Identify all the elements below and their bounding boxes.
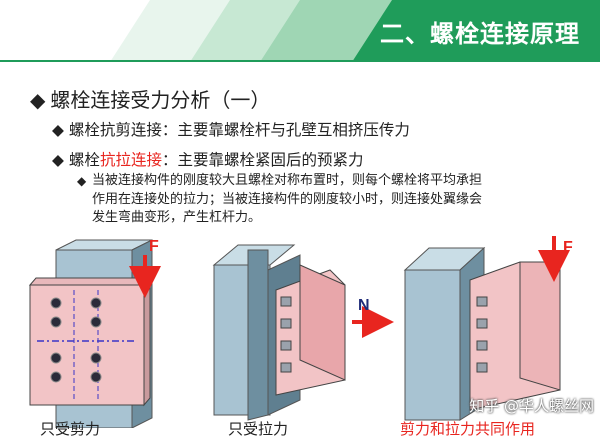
shear-bullet-text: 螺栓抗剪连接：主要靠螺栓杆与孔壁互相挤压传力 [68,121,410,139]
main-bullet-text: 螺栓连接受力分析（一） [50,88,271,112]
shear-only-figure: F [28,238,161,428]
tension-bullet: ◆螺栓抗拉连接：主要靠螺栓紧固后的预紧力 [52,148,363,170]
detail-line: 发生弯曲变形，产生杠杆力。 [92,210,262,225]
detail-line: 当被连接构件的刚度较大且螺栓对称布置时，则每个螺栓将平均承担 [92,173,483,188]
page-title: 二、螺栓连接原理 [380,20,580,48]
force-label-f: F [149,238,159,255]
header-bar: 二、螺栓连接原理 [0,0,600,62]
main-bullet: ◆螺栓连接受力分析（一） [30,84,270,113]
caption-tension: 只受拉力 [228,420,289,438]
header-stripes [110,0,410,62]
header-title-block [352,0,600,62]
caption-shear: 只受剪力 [40,420,101,438]
tension-suffix: ：主要靠螺栓紧固后的预紧力 [161,151,364,169]
caption-combined: 剪力和拉力共同作用 [400,420,536,438]
tension-prefix: 螺栓 [68,151,100,169]
diamond-bullet-icon: ◆ [52,151,64,169]
tension-only-figure: N [212,244,394,421]
diamond-bullet-icon: ◆ [52,121,64,139]
force-label-n: N [358,297,370,314]
tension-highlight: 抗拉连接 [99,151,162,169]
diamond-bullet-icon: ◆ [30,88,46,112]
watermark: 知乎 @华人螺丝网 [469,397,594,415]
detail-paragraph: 当被连接构件的刚度较大且螺栓对称布置时，则每个螺栓将平均承担 作用在连接处的拉力… [92,172,562,228]
detail-bullet: ◆ 当被连接构件的刚度较大且螺栓对称布置时，则每个螺栓将平均承担 作用在连接处的… [77,172,562,228]
diamond-bullet-icon: ◆ [77,174,87,188]
combined-force-figure: F [403,236,573,421]
force-label-f: F [563,239,573,256]
connection-illustrations: F N F [28,236,573,428]
header-background [0,0,600,62]
shear-bullet: ◆螺栓抗剪连接：主要靠螺栓杆与孔壁互相挤压传力 [52,118,410,140]
detail-line: 作用在连接处的拉力；当被连接构件的刚度较小时，则连接处翼缘会 [92,191,483,207]
